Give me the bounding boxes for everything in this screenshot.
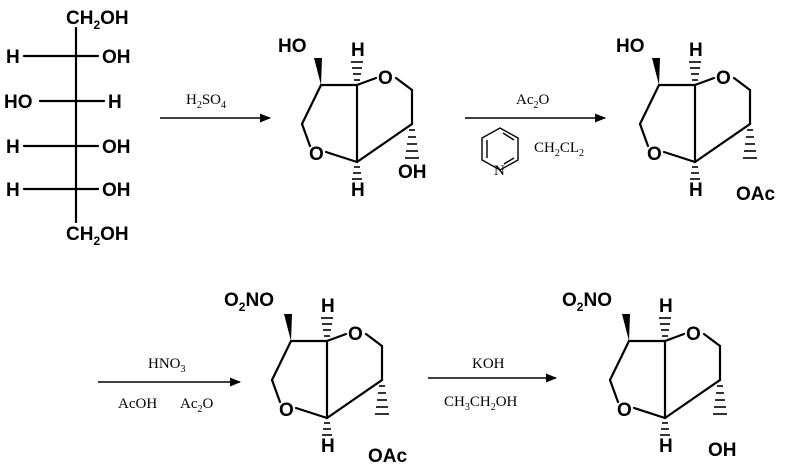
sorbitol-c2-left: H [6, 47, 20, 68]
isosorbide-hash-h-top [351, 61, 363, 81]
nitrate-acetate-hash-h-top [321, 317, 333, 337]
pyridine-nitrogen: N [494, 163, 505, 179]
isosorbide-ring-oxygen-2: O [309, 144, 324, 165]
nitrate-acetate-ring-oxygen-1: O [348, 324, 363, 345]
product-h-bottom: H [659, 436, 673, 457]
reaction-step-4: KOH CH3CH2OH [428, 356, 558, 413]
sorbitol-c5-left: H [6, 180, 20, 201]
nitrate-acetate-oac: OAc [368, 446, 408, 467]
isosorbide-h-bottom: H [351, 180, 365, 201]
isosorbide-oh-bottom: OH [398, 162, 427, 183]
step3-reagent-acoh: AcOH [118, 396, 157, 412]
product-molecule: O2NO H H OH O O [562, 290, 737, 461]
product-hash-h-bottom [660, 422, 670, 436]
acetate-hash-h-top [689, 61, 701, 81]
sorbitol-c4-right: OH [102, 137, 131, 158]
nitrate-acetate-hash-h-bottom [322, 422, 332, 436]
product-hash-oh [713, 385, 727, 415]
acetate-h-bottom: H [689, 180, 703, 201]
acetate-oh-top: HO [616, 36, 645, 57]
nitrate-acetate-molecule: O2NO H H OAc O O [224, 290, 408, 467]
reaction-step-1: H2SO4 [160, 92, 272, 123]
isosorbide-hash-h-bottom [352, 166, 362, 180]
isosorbide-ring-oxygen-1: O [378, 68, 393, 89]
sorbitol-c5-right: OH [102, 180, 131, 201]
product-wedge-ono2 [622, 314, 630, 341]
step1-reagent: H2SO4 [186, 92, 226, 111]
sorbitol-bottom-ch2oh: CH2OH [66, 224, 129, 248]
nitrate-acetate-ring-oxygen-2: O [279, 400, 294, 421]
sorbitol-molecule: CH2OH H OH HO H H OH H OH CH2OH [4, 8, 131, 248]
step3-reagent-top: HNO3 [148, 356, 186, 375]
acetate-ring-oxygen-1: O [716, 68, 731, 89]
product-oh: OH [708, 440, 737, 461]
isosorbide-oh-top: HO [278, 36, 307, 57]
sorbitol-c3-right: H [108, 92, 122, 113]
acetate-wedge-oh [652, 58, 660, 85]
isosorbide-h-top: H [351, 40, 365, 61]
reaction-step-3: HNO3 AcOH Ac2O [98, 356, 242, 415]
step2-reagent-solvent: CH2CL2 [534, 140, 584, 159]
step4-reagent-bottom: CH3CH2OH [444, 394, 518, 413]
acetate-ring-oxygen-2: O [647, 144, 662, 165]
step4-reagent-top: KOH [472, 356, 505, 372]
sorbitol-c3-left: HO [4, 92, 33, 113]
nitrate-acetate-hash-oac [375, 385, 389, 415]
isosorbide-molecule: HO H H OH O O [278, 36, 427, 201]
product-ono2: O2NO [562, 290, 612, 314]
isosorbide-wedge-oh [314, 58, 322, 85]
product-h-top: H [659, 296, 673, 317]
step3-reagent-ac2o: Ac2O [180, 396, 214, 415]
pyridine-ring: N [481, 127, 519, 179]
sorbitol-top-ch2oh: CH2OH [66, 8, 129, 32]
reaction-step-2: Ac2O N CH2CL2 [465, 92, 607, 179]
acetate-h-top: H [689, 40, 703, 61]
isosorbide-hash-oh-bottom [405, 129, 419, 159]
step2-reagent-top: Ac2O [516, 92, 550, 111]
acetate-hash-oac [743, 129, 757, 159]
acetate-hash-h-bottom [690, 166, 700, 180]
product-ring-oxygen-1: O [686, 324, 701, 345]
acetate-oac: OAc [736, 184, 776, 205]
sorbitol-c4-left: H [6, 137, 20, 158]
nitrate-acetate-ono2: O2NO [224, 290, 274, 314]
sorbitol-c2-right: OH [102, 47, 131, 68]
nitrate-acetate-h-top: H [321, 296, 335, 317]
nitrate-acetate-wedge-ono2 [284, 314, 292, 341]
product-ring-oxygen-2: O [617, 400, 632, 421]
isosorbide-acetate-molecule: HO H H OAc O O [616, 36, 776, 205]
product-hash-h-top [659, 317, 671, 337]
nitrate-acetate-h-bottom: H [321, 436, 335, 457]
